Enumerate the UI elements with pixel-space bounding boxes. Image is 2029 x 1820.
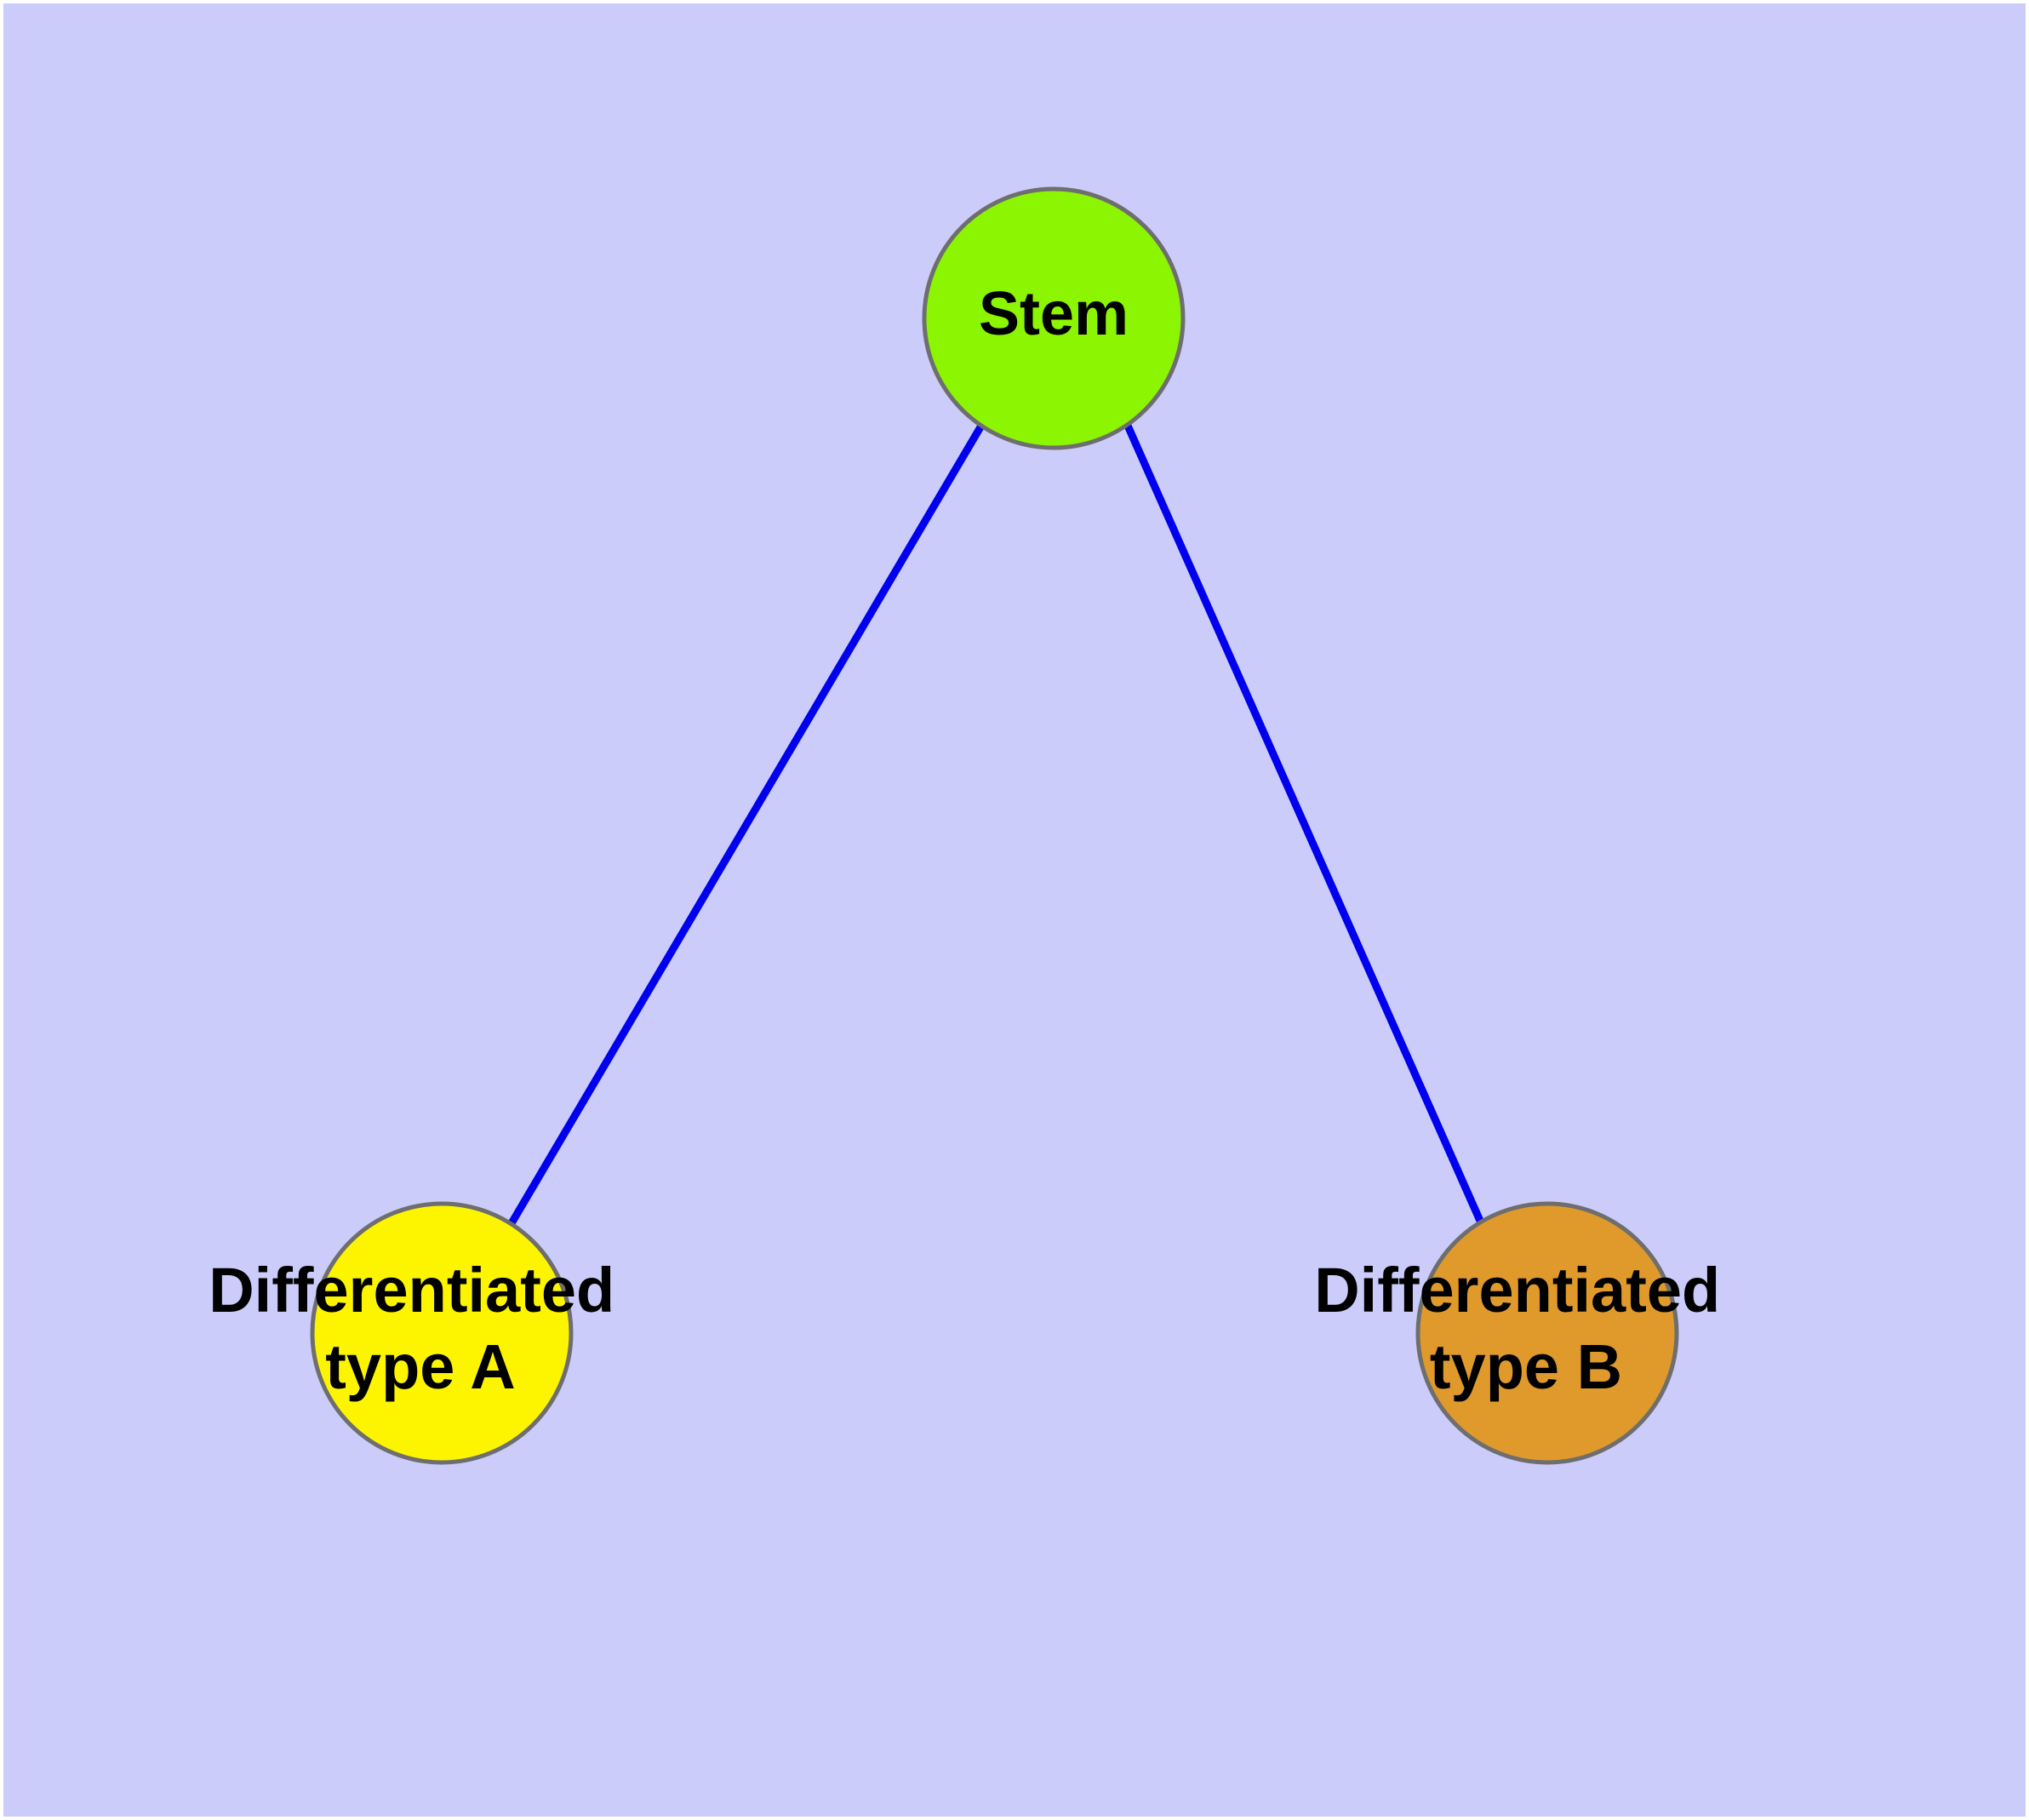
node-group [310, 186, 1679, 1465]
node-label-differentiated-type-a-line1: Differentiated [209, 1254, 614, 1325]
node-label-differentiated-type-a: Differentiated type A [209, 1254, 632, 1401]
node-label-stem-line1: Stem [979, 280, 1129, 348]
edge-stem-to-differentiated-type-b[interactable] [1123, 424, 1484, 1222]
node-circle-differentiated-type-a[interactable] [310, 1201, 574, 1465]
node-label-differentiated-type-b-line1: Differentiated [1314, 1254, 1720, 1325]
node-label-stem: Stem [979, 280, 1129, 348]
node-label-differentiated-type-a-line2: type A [325, 1331, 515, 1402]
node-label-differentiated-type-b-line2: type B [1430, 1331, 1622, 1402]
edge-group [508, 423, 1484, 1226]
node-circle-differentiated-type-b[interactable] [1415, 1201, 1679, 1465]
node-label-group: Stem Differentiated type A Differentiate… [209, 280, 1738, 1402]
node-circle-stem[interactable] [922, 186, 1186, 450]
node-label-differentiated-type-b: Differentiated type B [1314, 1254, 1738, 1401]
edge-stem-to-differentiated-type-a[interactable] [508, 423, 985, 1226]
